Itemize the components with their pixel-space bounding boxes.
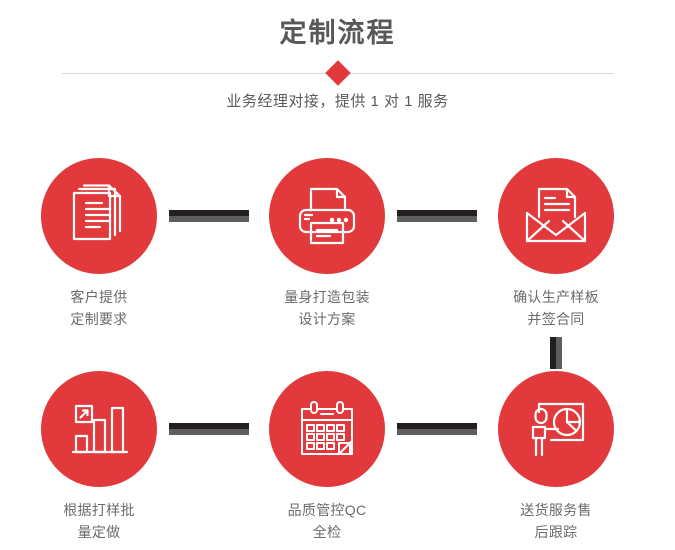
step-2-circle — [269, 158, 385, 274]
step-2-label: 量身打造包装 设计方案 — [247, 286, 407, 330]
step-3-label-line2: 并签合同 — [527, 311, 585, 327]
step-3-label: 确认生产样板 并签合同 — [476, 286, 636, 330]
step-5-label-line1: 品质管控QC — [287, 502, 367, 518]
step-4-label: 根据打样批 量定做 — [19, 499, 179, 543]
step-6-label-line2: 后跟踪 — [534, 524, 578, 540]
connector-step1-to-step2 — [169, 210, 249, 222]
page-subtitle: 业务经理对接，提供 1 对 1 服务 — [226, 93, 449, 110]
step-6-label-line1: 送货服务售 — [520, 502, 592, 518]
step-1-label-line1: 客户提供 — [70, 289, 128, 305]
connector-bar — [550, 337, 556, 369]
step-3-circle — [498, 158, 614, 274]
step-4-label-line2: 量定做 — [77, 524, 121, 540]
step-4-label-line1: 根据打样批 — [63, 502, 135, 518]
step-1-label-line2: 定制要求 — [70, 311, 128, 327]
step-2-label-line2: 设计方案 — [298, 311, 356, 327]
connector-step3-to-step6 — [550, 337, 562, 369]
calendar-icon — [296, 398, 358, 460]
connector-shadow — [397, 216, 477, 222]
presenter-chart-icon — [525, 398, 587, 460]
connector-shadow — [169, 216, 249, 222]
step-6-label: 送货服务售 后跟踪 — [476, 499, 636, 543]
step-1-label: 客户提供 定制要求 — [19, 286, 179, 330]
step-3-label-line1: 确认生产样板 — [513, 289, 599, 305]
step-1-circle — [41, 158, 157, 274]
step-4-circle — [41, 371, 157, 487]
connector-bar — [397, 423, 477, 429]
title-divider — [62, 60, 614, 86]
step-5-label: 品质管控QC 全检 — [247, 499, 407, 543]
connector-step4-to-step5 — [169, 423, 249, 435]
connector-bar — [169, 423, 249, 429]
documents-stack-icon — [66, 183, 132, 249]
connector-shadow — [397, 429, 477, 435]
step-2-label-line1: 量身打造包装 — [284, 289, 370, 305]
printer-icon — [294, 183, 360, 249]
page-title: 定制流程 — [279, 18, 396, 48]
bar-chart-icon — [68, 398, 130, 460]
connector-shadow — [169, 429, 249, 435]
connector-bar — [169, 210, 249, 216]
step-5-label-line2: 全检 — [312, 524, 342, 540]
step-5-circle — [269, 371, 385, 487]
connector-bar — [397, 210, 477, 216]
connector-shadow — [556, 337, 562, 369]
connector-step5-to-step6 — [397, 423, 477, 435]
step-6-circle — [498, 371, 614, 487]
envelope-letter-icon — [523, 183, 589, 249]
connector-step2-to-step3 — [397, 210, 477, 222]
